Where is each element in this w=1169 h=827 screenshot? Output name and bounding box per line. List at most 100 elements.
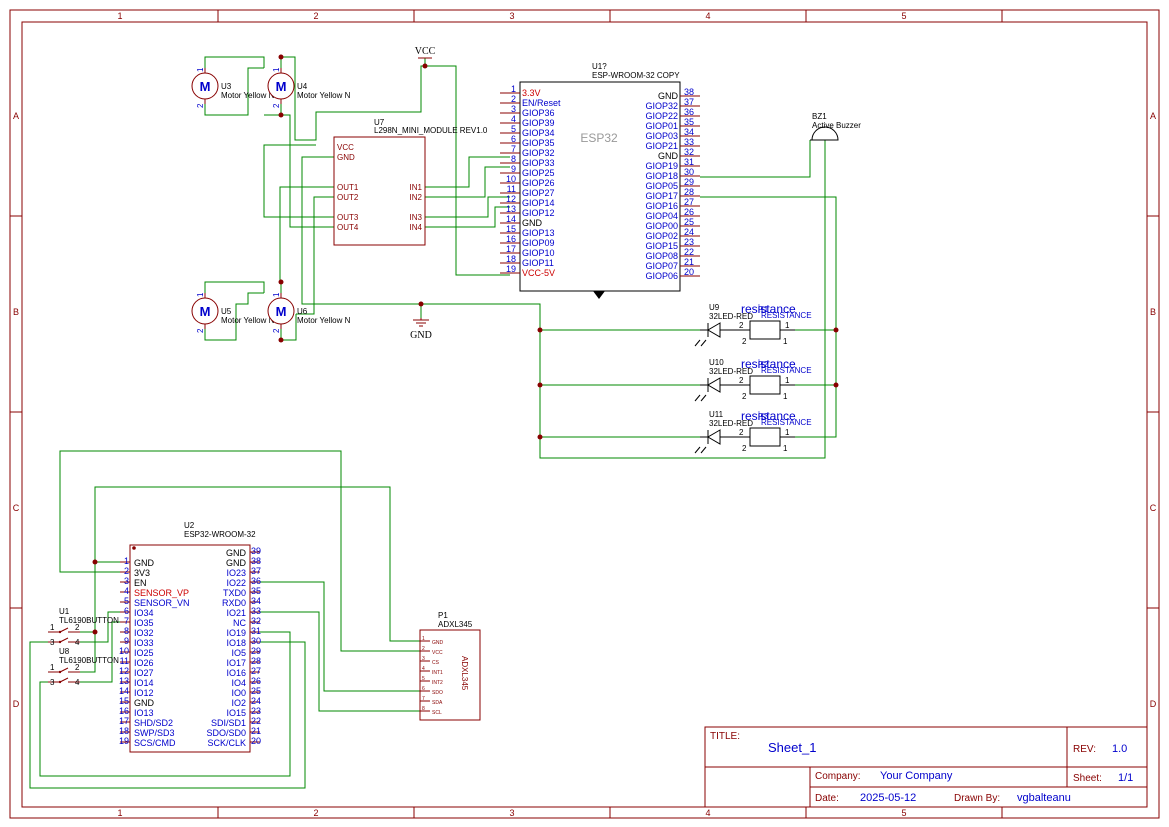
motor-ref: U4 bbox=[297, 82, 308, 91]
esp-top-pin-giop09: GIOP09 bbox=[522, 238, 555, 248]
button-pin-1: 1 bbox=[50, 623, 55, 632]
esp-bottom-pin-num: 1 bbox=[124, 556, 129, 566]
esp-top-pin-num: 37 bbox=[684, 97, 694, 107]
esp-top-pin-num: 34 bbox=[684, 127, 694, 137]
esp-bottom-pin-num: 18 bbox=[119, 726, 129, 736]
motor-glyph: M bbox=[276, 79, 287, 94]
esp-bottom-pin-io21: IO21 bbox=[226, 608, 246, 618]
esp-bottom-pin-sdi-sd1: SDI/SD1 bbox=[211, 718, 246, 728]
esp-top-pin-num: 31 bbox=[684, 157, 694, 167]
esp-top-pin-giop07: GIOP07 bbox=[645, 261, 678, 271]
accel-pin-num: 7 bbox=[422, 696, 425, 702]
esp-bottom-pin-num: 27 bbox=[251, 666, 261, 676]
esp-bottom-pin-num: 30 bbox=[251, 636, 261, 646]
active-buzzer[interactable]: BZ1 Active Buzzer bbox=[810, 112, 861, 141]
vcc-label: VCC bbox=[415, 46, 436, 57]
resistor-ref: resistance bbox=[741, 357, 796, 371]
motor-pin-1: 1 bbox=[272, 292, 281, 297]
esp-top-pin-num: 30 bbox=[684, 167, 694, 177]
esp-top-pin-giop18: GIOP18 bbox=[645, 171, 678, 181]
motor-ref: U6 bbox=[297, 307, 308, 316]
esp-top-pin-giop32: GIOP32 bbox=[645, 101, 678, 111]
esp-top-pin-giop39: GIOP39 bbox=[522, 118, 555, 128]
esp-bottom-pin-io27: IO27 bbox=[134, 668, 154, 678]
motor-glyph: M bbox=[200, 79, 211, 94]
esp-bottom-pin-io13: IO13 bbox=[134, 708, 154, 718]
accel-pin-sdo: SDO bbox=[432, 690, 443, 696]
motor-value: Motor Yellow N bbox=[221, 91, 275, 100]
led-ref: U9 bbox=[709, 303, 720, 312]
button-pin-4: 4 bbox=[75, 678, 80, 687]
esp-bottom-pin-num: 15 bbox=[119, 696, 129, 706]
esp-bottom-pin-num: 10 bbox=[119, 646, 129, 656]
resistor-ref-overlap: R3 bbox=[758, 412, 769, 421]
driver-pin-gnd: GND bbox=[337, 153, 355, 162]
led-value: 32LED-RED bbox=[709, 367, 753, 376]
esp-top-pin-gnd: GND bbox=[658, 151, 679, 161]
esp-top-pin-num: 23 bbox=[684, 237, 694, 247]
resistor-ref: resistance bbox=[741, 302, 796, 316]
esp-bottom-pin-scs-cmd: SCS/CMD bbox=[134, 738, 176, 748]
resistor-pin-num: 1 bbox=[783, 392, 788, 401]
col-label-1: 1 bbox=[117, 11, 122, 21]
company-value: Your Company bbox=[880, 770, 953, 782]
accelerometer-adxl345[interactable]: P1 ADXL345 ADXL345 1GND2VCC3CS4INT15INT2… bbox=[419, 611, 481, 721]
esp-bottom-pin-num: 8 bbox=[124, 626, 129, 636]
row-label-b: B bbox=[13, 307, 19, 317]
esp-bottom-pin-io14: IO14 bbox=[134, 678, 154, 688]
sheet-label: Sheet: bbox=[1073, 773, 1102, 784]
esp-top-pin-giop15: GIOP15 bbox=[645, 241, 678, 251]
company-label: Company: bbox=[815, 771, 861, 782]
esp-top-pin-num: 32 bbox=[684, 147, 694, 157]
esp-bottom-pin-num: 31 bbox=[251, 626, 261, 636]
esp-bottom-pin-num: 25 bbox=[251, 686, 261, 696]
esp-top-pin-num: 22 bbox=[684, 247, 694, 257]
esp-top-pin-giop33: GIOP33 bbox=[522, 158, 555, 168]
esp-top-pin-giop00: GIOP00 bbox=[645, 221, 678, 231]
led-pin-num: 2 bbox=[739, 376, 744, 385]
driver-pin-out3: OUT3 bbox=[337, 213, 359, 222]
esp-bottom-pin-num: 24 bbox=[251, 696, 261, 706]
esp-bottom-pin-num: 21 bbox=[251, 726, 261, 736]
col-label-3-bottom: 3 bbox=[509, 808, 514, 818]
esp-bottom-pin-io33: IO33 bbox=[134, 638, 154, 648]
esp-bottom-pin-io25: IO25 bbox=[134, 648, 154, 658]
motor-pin-2: 2 bbox=[196, 328, 205, 333]
esp-bottom-pin-shd-sd2: SHD/SD2 bbox=[134, 718, 173, 728]
esp-top-pin-giop08: GIOP08 bbox=[645, 251, 678, 261]
led-ref: U11 bbox=[709, 410, 724, 419]
esp-top-pin-num: 5 bbox=[511, 124, 516, 134]
resistor-ref-overlap: R2 bbox=[758, 360, 769, 369]
esp-top-pin-giop27: GIOP27 bbox=[522, 188, 555, 198]
buzzer-ref: BZ1 bbox=[812, 112, 827, 121]
esp-top-pin-giop16: GIOP16 bbox=[645, 201, 678, 211]
esp-top-marker bbox=[593, 291, 605, 299]
esp-top-pin-en/reset: EN/Reset bbox=[522, 98, 561, 108]
driver-value: L298N_MINI_MODULE REV1.0 bbox=[374, 126, 488, 135]
title-label: TITLE: bbox=[710, 731, 740, 742]
esp-bottom-pin-io4: IO4 bbox=[231, 678, 246, 688]
motor-driver-l298n[interactable]: U7 L298N_MINI_MODULE REV1.0 VCCGNDOUT1OU… bbox=[333, 118, 488, 246]
esp-bottom-pin-num: 19 bbox=[119, 736, 129, 746]
motor-pin-2: 2 bbox=[272, 328, 281, 333]
esp-bottom-pin-swp-sd3: SWP/SD3 bbox=[134, 728, 175, 738]
sheet-value: 1/1 bbox=[1118, 772, 1133, 784]
esp-top-pin-giop14: GIOP14 bbox=[522, 198, 555, 208]
accel-pin-vcc: VCC bbox=[432, 650, 443, 656]
esp-bottom-pin-num: 28 bbox=[251, 656, 261, 666]
driver-pin-in3: IN3 bbox=[410, 213, 423, 222]
